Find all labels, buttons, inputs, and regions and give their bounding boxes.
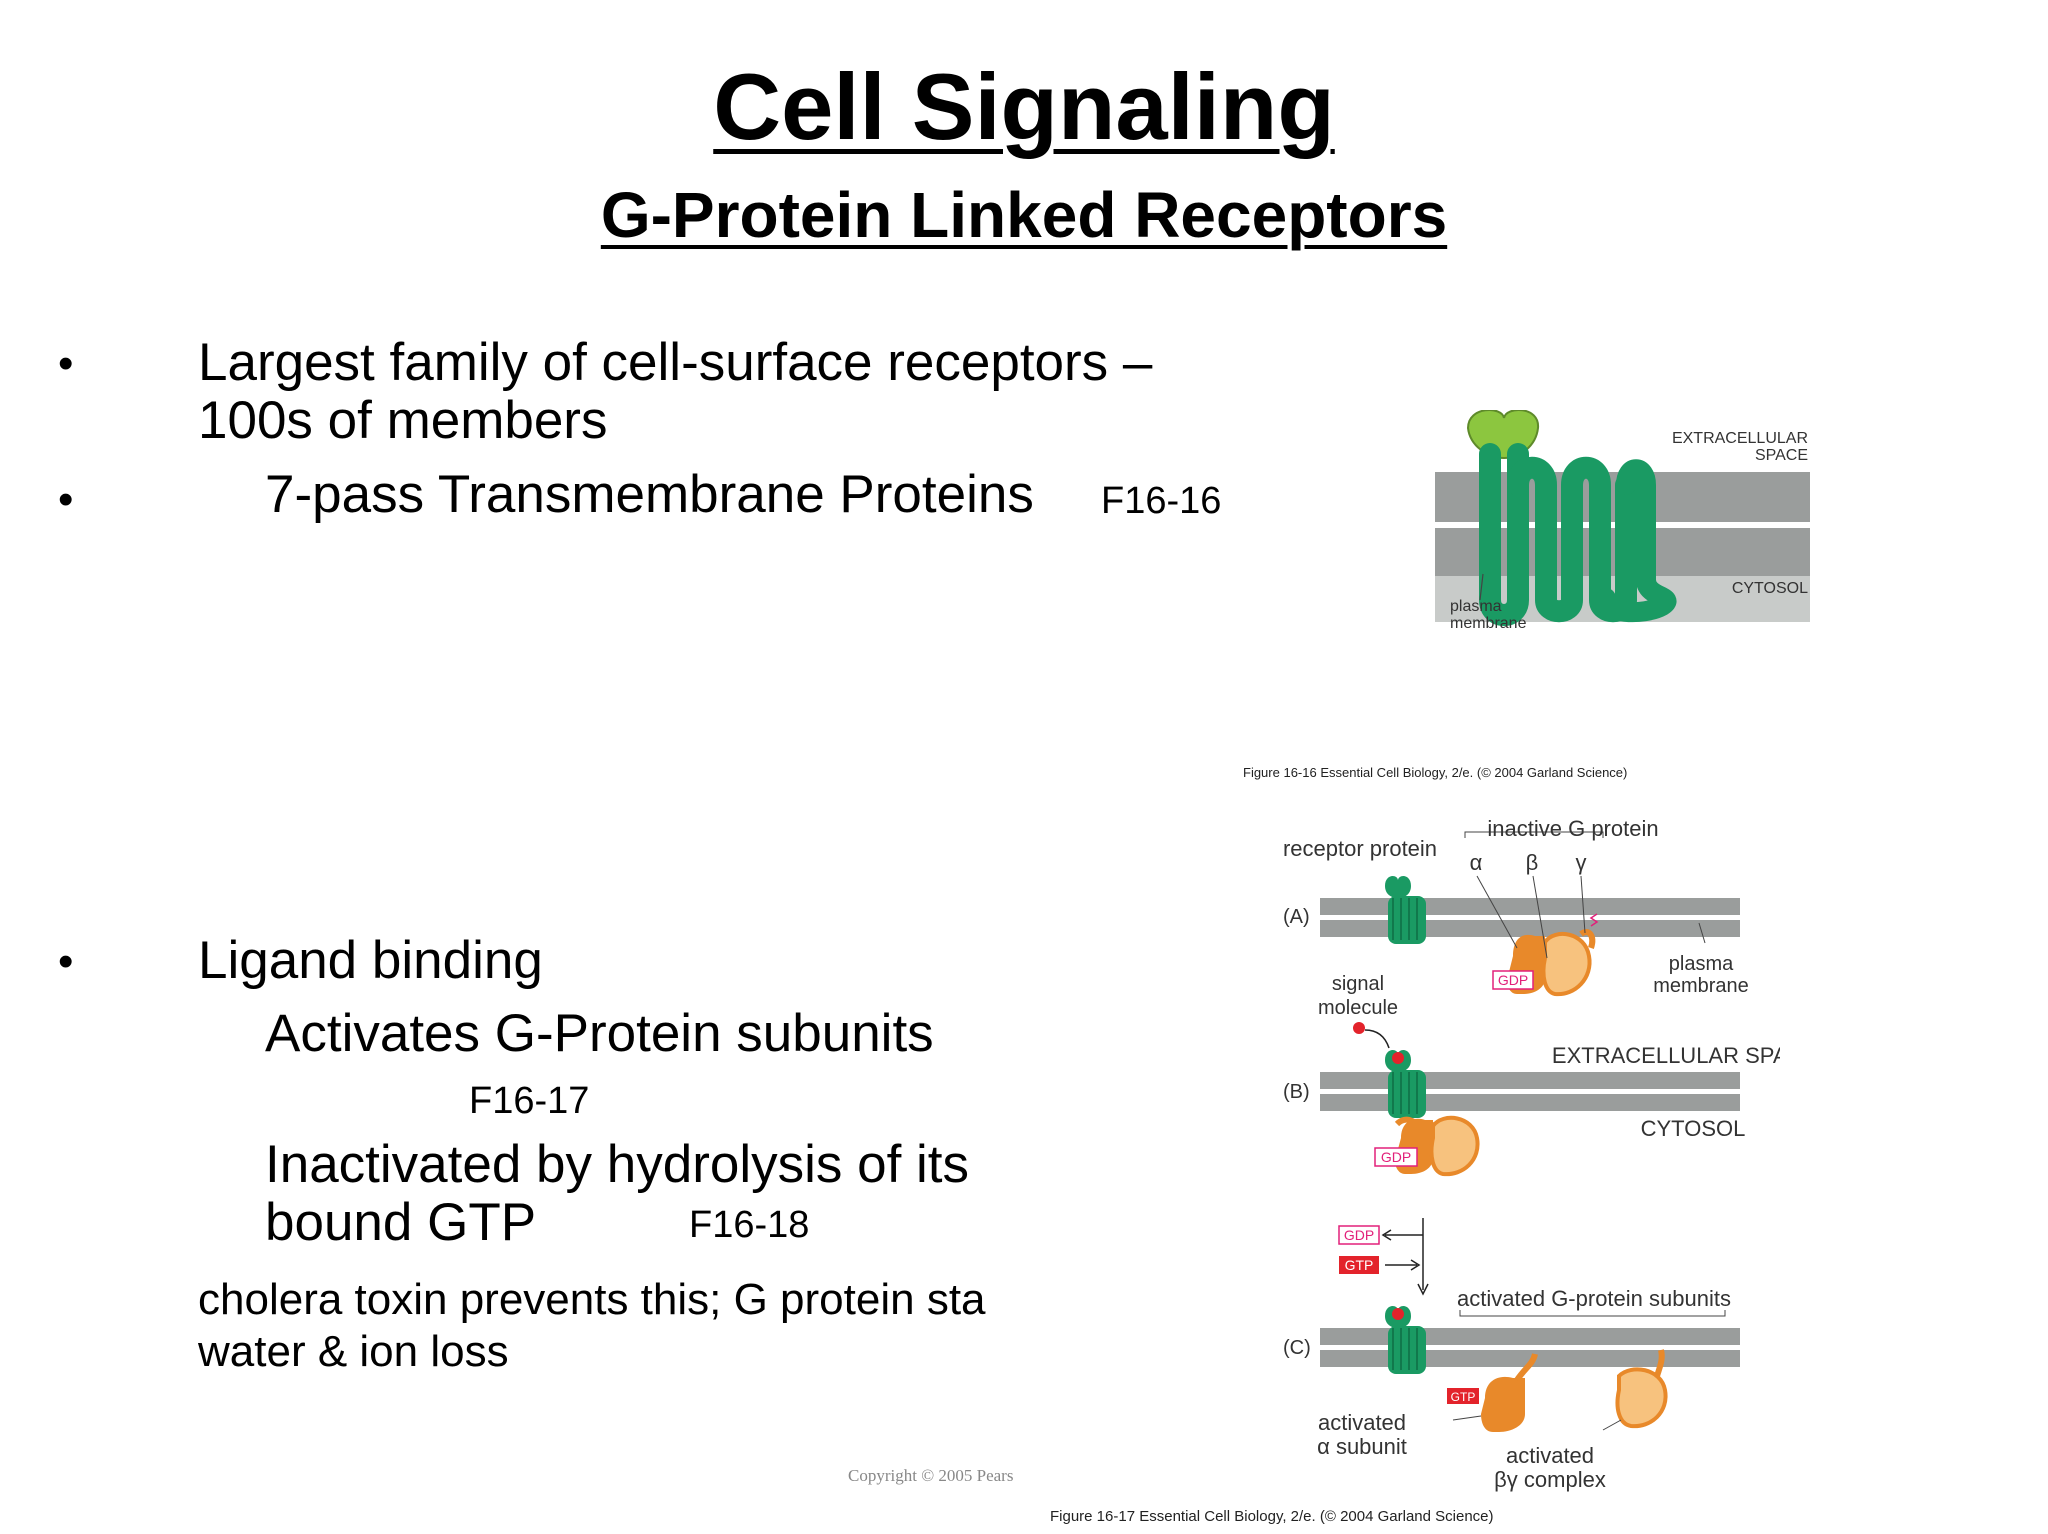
bound-signal-molecule [1392, 1308, 1404, 1320]
caption-figure-16-16: Figure 16-16 Essential Cell Biology, 2/e… [1243, 765, 1628, 780]
signal-molecule [1353, 1022, 1365, 1034]
ref-f16-16: F16-16 [1101, 480, 1222, 522]
label-alpha-subunit: α subunit [1317, 1434, 1407, 1459]
bullet-largest-family-line1: Largest family of cell-surface receptors… [198, 333, 1153, 392]
cholera-note: cholera toxin prevents this; G protein s… [198, 1274, 1034, 1384]
membrane-layer [1320, 898, 1740, 915]
slide-title: Cell Signaling [713, 54, 1335, 159]
bracket [1464, 831, 1604, 838]
svg-text:GDP: GDP [1344, 1227, 1374, 1243]
sub-inactivated-line1: Inactivated by hydrolysis of its [265, 1135, 970, 1194]
beta-gamma-subunit [1429, 1116, 1480, 1177]
label-molecule: molecule [1318, 997, 1398, 1019]
cholera-line2: water & ion loss [198, 1327, 509, 1376]
receptor-head [1385, 876, 1411, 898]
svg-text:GTP: GTP [1451, 1390, 1476, 1404]
gdp-badge [1492, 970, 1534, 990]
bound-signal-molecule [1392, 1052, 1404, 1064]
label-beta: β [1526, 850, 1539, 875]
plasma-membrane-pointer [1479, 573, 1484, 601]
gamma-subunit [1579, 929, 1596, 949]
slide-subtitle: G-Protein Linked Receptors [600, 179, 1448, 251]
svg-text:GTP: GTP [1345, 1257, 1374, 1273]
bullet-dot: • [58, 339, 74, 388]
activated-alpha-subunit [1481, 1376, 1525, 1432]
figure-16-17-g-protein-diagram: GDP receptor protein inactive G protein … [1283, 816, 1780, 1492]
membrane-layer [1320, 920, 1740, 937]
label-extracellular: EXTRACELLULAR [1672, 430, 1808, 447]
label-receptor-protein: receptor protein [1283, 836, 1437, 861]
bracket [1459, 1310, 1726, 1317]
label-activated-alpha: activated [1318, 1410, 1406, 1435]
membrane-layer [1320, 1094, 1740, 1111]
arrow [1364, 1029, 1390, 1049]
label-activated-bg: activated [1506, 1443, 1594, 1468]
bullet-dot: • [58, 937, 74, 986]
cholera-line1: cholera toxin prevents this; G protein s… [198, 1275, 986, 1324]
bullet-dot: • [58, 475, 74, 524]
label-bg-complex: βγ complex [1494, 1467, 1606, 1492]
c-terminal-tail [1595, 459, 1677, 623]
ref-f16-17: F16-17 [469, 1080, 590, 1122]
label-membrane: membrane [1450, 615, 1527, 632]
label-cytosol: CYTOSOL [1641, 1116, 1746, 1141]
gdp-released [1338, 1225, 1380, 1245]
membrane-layer [1320, 1072, 1740, 1089]
beta-subunit [1541, 932, 1592, 997]
gdp-gtp-exchange: GDP GTP [1338, 1218, 1429, 1296]
sub-activates: Activates G-Protein subunits [265, 1004, 934, 1063]
bullet-largest-family-line2: 100s of members [198, 391, 608, 450]
label-activated-subunits: activated G-protein subunits [1457, 1286, 1731, 1311]
panel-c: GTP [1320, 1306, 1740, 1432]
beta-gamma-complex [1615, 1367, 1668, 1429]
panel-a: GDP [1320, 831, 1740, 997]
label-space: SPACE [1755, 447, 1808, 464]
copyright-note: Copyright © 2005 Pears [848, 1466, 1014, 1485]
gtp-badge [1447, 1388, 1479, 1404]
caption-figure-16-17: Figure 16-17 Essential Cell Biology, 2/e… [1050, 1508, 1494, 1525]
label-cytosol: CYTOSOL [1732, 580, 1808, 597]
panel-b: GDP [1320, 1022, 1740, 1177]
lipid-anchor [1589, 913, 1599, 927]
svg-text:GDP: GDP [1498, 972, 1528, 988]
label-plasma: plasma [1669, 953, 1734, 975]
ref-f16-18: F16-18 [689, 1204, 810, 1246]
svg-text:GDP: GDP [1381, 1149, 1411, 1165]
bullet-seven-pass: 7-pass Transmembrane Proteins [265, 465, 1034, 524]
label-plasma: plasma [1450, 598, 1502, 615]
label-alpha: α [1470, 850, 1483, 875]
label-gamma: γ [1576, 850, 1587, 875]
figure-16-16-receptor-diagram: EXTRACELLULAR SPACE CYTOSOL plasma membr… [1435, 410, 1810, 632]
bullet-ligand-binding: Ligand binding [198, 931, 543, 990]
receptor-helices [1392, 898, 1418, 940]
sub-inactivated-line2: bound GTP [265, 1193, 537, 1252]
gtp-incoming [1339, 1256, 1379, 1274]
label-panel-b: (B) [1283, 1081, 1310, 1103]
membrane-layer [1320, 1328, 1740, 1345]
label-signal: signal [1332, 973, 1384, 995]
seven-pass-receptor [1466, 410, 1677, 626]
label-panel-c: (C) [1283, 1337, 1311, 1359]
label-panel-a: (A) [1283, 906, 1310, 928]
label-membrane: membrane [1653, 975, 1749, 997]
label-inactive-g-protein: inactive G protein [1487, 816, 1658, 841]
gdp-badge [1374, 1147, 1418, 1167]
label-extracellular-space: EXTRACELLULAR SPACE [1552, 1043, 1780, 1068]
